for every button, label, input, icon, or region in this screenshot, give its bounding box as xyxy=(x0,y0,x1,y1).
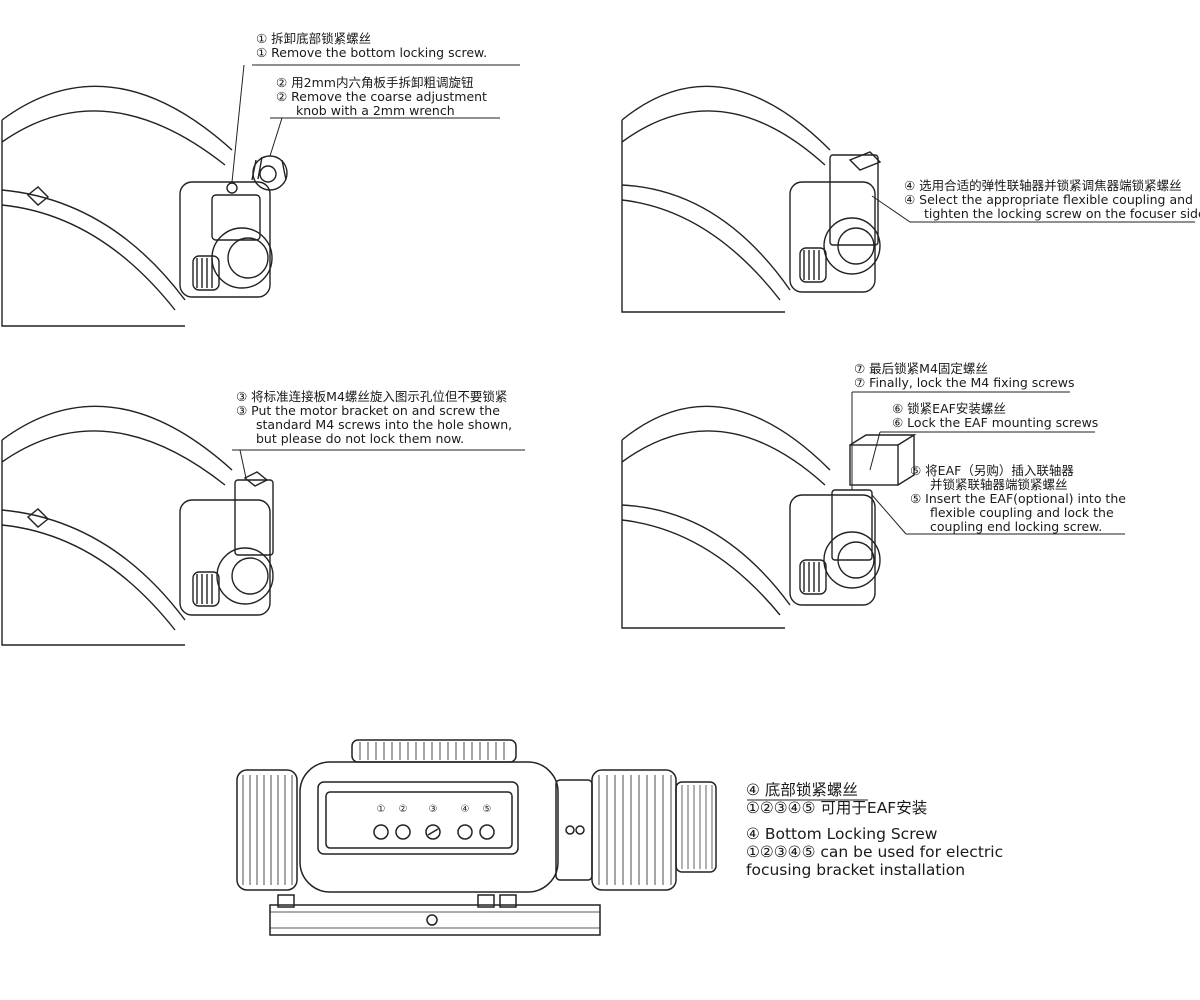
step-1-label-en: ① Remove the bottom locking screw. xyxy=(256,45,488,60)
step-3-label-en-1: ③ Put the motor bracket on and screw the xyxy=(236,403,500,418)
step-7-label-cn: ⑦ 最后锁紧M4固定螺丝 xyxy=(854,361,988,376)
step-1-label-cn: ① 拆卸底部锁紧螺丝 xyxy=(256,31,372,46)
step-5-label-en-3: coupling end locking screw. xyxy=(930,519,1103,534)
step-4-label-cn: ④ 选用合适的弹性联轴器并锁紧调焦器端锁紧螺丝 xyxy=(904,178,1182,193)
step-5-label-en-2: flexible coupling and lock the xyxy=(930,505,1114,520)
step-5-label-cn-2: 并锁紧联轴器端锁紧螺丝 xyxy=(930,477,1068,492)
step-5-label-cn-1: ⑤ 将EAF（另购）插入联轴器 xyxy=(910,463,1074,478)
step-4-label-en-1: ④ Select the appropriate flexible coupli… xyxy=(904,192,1193,207)
step-3-label-cn: ③ 将标准连接板M4螺丝旋入图示孔位但不要锁紧 xyxy=(236,389,508,404)
bottom-label-cn-1: ④ 底部锁紧螺丝 xyxy=(746,781,858,799)
step-6-label-cn: ⑥ 锁紧EAF安装螺丝 xyxy=(892,401,1006,416)
hole-number-4: ④ xyxy=(460,804,470,815)
bottom-label-en-3: focusing bracket installation xyxy=(746,861,966,879)
hole-number-2: ② xyxy=(398,804,408,815)
step-2-label-cn: ② 用2mm内六角板手拆卸粗调旋钮 xyxy=(276,75,474,90)
step-6-label-en: ⑥ Lock the EAF mounting screws xyxy=(892,415,1099,430)
bottom-label-cn-2: ①②③④⑤ 可用于EAF安装 xyxy=(746,799,928,817)
hole-number-1: ① xyxy=(376,804,386,815)
hole-number-3: ③ xyxy=(428,804,438,815)
step-7-label-en: ⑦ Finally, lock the M4 fixing screws xyxy=(854,375,1075,390)
step-3-label-en-3: but please do not lock them now. xyxy=(256,431,465,446)
step-4-label-en-2: tighten the locking screw on the focuser… xyxy=(924,206,1200,221)
bottom-label-en-2: ①②③④⑤ can be used for electric xyxy=(746,843,1004,861)
step-2-label-en-2: knob with a 2mm wrench xyxy=(296,103,455,118)
step-2-label-en-1: ② Remove the coarse adjustment xyxy=(276,89,487,104)
step-5-label-en-1: ⑤ Insert the EAF(optional) into the xyxy=(910,491,1126,506)
hole-number-5: ⑤ xyxy=(482,804,492,815)
bottom-label-en-1: ④ Bottom Locking Screw xyxy=(746,825,938,843)
step-3-label-en-2: standard M4 screws into the hole shown, xyxy=(256,417,513,432)
